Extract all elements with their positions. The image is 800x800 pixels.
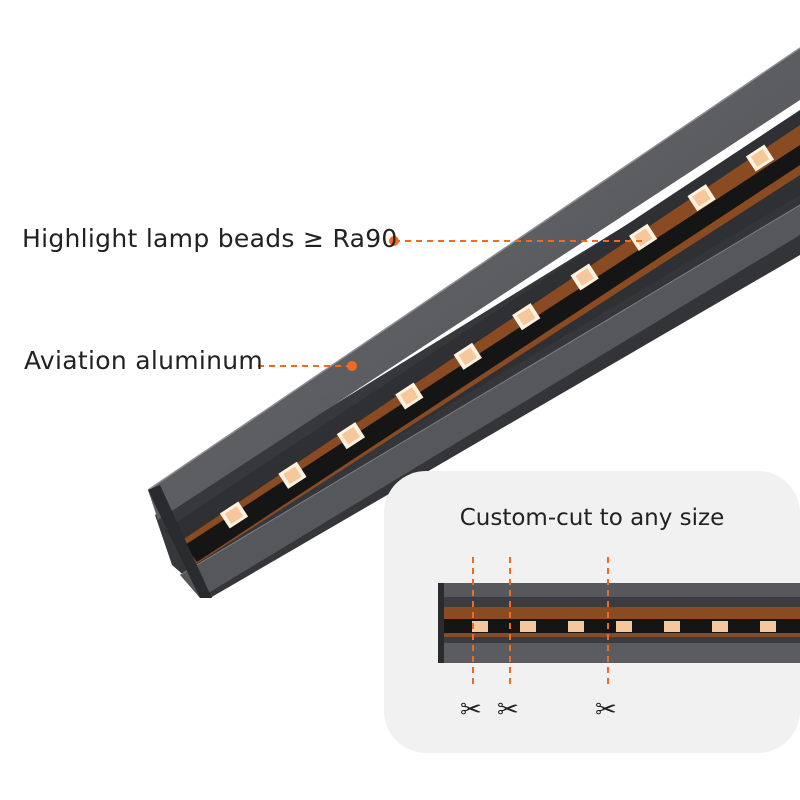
scissors-icon: ✂	[497, 694, 519, 724]
led-bead	[568, 621, 584, 632]
callout-dot	[389, 236, 399, 246]
led-bead-phosphor	[517, 307, 536, 326]
scissors-icon: ✂	[595, 694, 617, 724]
led-bead-phosphor	[458, 347, 477, 366]
led-beads	[219, 144, 775, 529]
inset-led-beads	[472, 621, 776, 632]
led-bead-phosphor	[341, 426, 361, 445]
led-bead-phosphor	[224, 506, 244, 524]
custom-cut-panel: Custom-cut to any size ✂ ✂ ✂	[384, 471, 800, 753]
led-bead	[472, 621, 488, 632]
led-bead-phosphor	[575, 268, 594, 286]
panel-title: Custom-cut to any size	[459, 505, 725, 531]
beads-label: Highlight lamp beads ≥ Ra90	[22, 224, 398, 253]
led-bead	[520, 621, 536, 632]
aluminum-label: Aviation aluminum	[24, 346, 264, 375]
cut-profile-illustration	[438, 557, 800, 689]
led-bead	[712, 621, 728, 632]
callout-dot	[347, 361, 357, 371]
led-bead-phosphor	[400, 387, 419, 405]
scissors-icon: ✂	[460, 694, 482, 724]
led-bead	[664, 621, 680, 632]
led-bead-phosphor	[692, 188, 711, 207]
led-bead-phosphor	[750, 149, 770, 167]
led-bead	[760, 621, 776, 632]
led-bead	[616, 621, 632, 632]
led-bead-phosphor	[283, 466, 302, 485]
